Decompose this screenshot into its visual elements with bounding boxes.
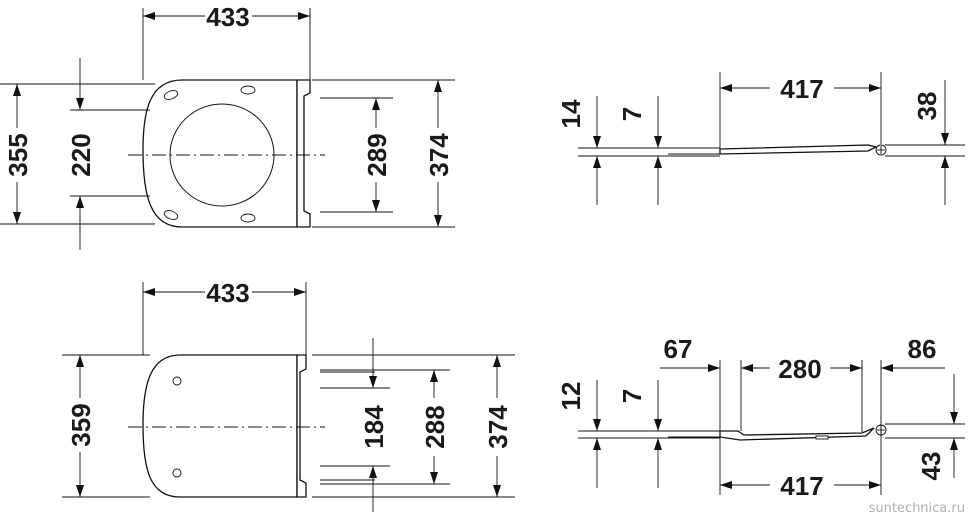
dim-43: 43 — [916, 452, 946, 481]
dim-374: 374 — [483, 405, 513, 449]
fixing-hole — [172, 468, 182, 478]
dim-417: 417 — [780, 471, 823, 501]
dim-359: 359 — [66, 403, 96, 446]
bottom-seat-plan-view: 433 359 184 288 374 — [62, 278, 515, 512]
dim-280: 280 — [778, 354, 821, 384]
top-seat-side-view: 417 14 7 38 — [556, 72, 965, 205]
top-seat-hinge-block — [296, 79, 311, 228]
dim-288: 288 — [420, 405, 450, 448]
watermark: suntechnica.ru — [869, 501, 965, 516]
top-seat-side-profile — [719, 144, 878, 155]
dim-67: 67 — [664, 334, 693, 364]
dim-355: 355 — [3, 133, 33, 176]
dim-86: 86 — [908, 334, 937, 364]
top-seat-plan-view: 433 355 220 289 374 — [0, 2, 455, 250]
dim-417: 417 — [780, 74, 823, 104]
dim-433: 433 — [206, 278, 249, 308]
dim-7: 7 — [617, 107, 647, 121]
dim-289: 289 — [362, 133, 392, 176]
dim-433: 433 — [206, 2, 249, 32]
dim-38: 38 — [912, 92, 942, 121]
bottom-seat-hinge-block — [296, 354, 307, 498]
buffer-pad — [815, 435, 829, 440]
buffer-pad — [163, 90, 179, 100]
dim-374: 374 — [424, 133, 454, 177]
bottom-seat-outline — [142, 354, 298, 498]
buffer-pad — [240, 85, 256, 95]
hinge-icon — [875, 144, 887, 156]
fixing-hole — [172, 376, 182, 386]
bottom-seat-side-profile — [719, 427, 875, 441]
dim-220: 220 — [66, 133, 96, 176]
dim-12: 12 — [556, 382, 586, 411]
buffer-pad — [163, 210, 179, 220]
dim-14: 14 — [556, 99, 586, 128]
buffer-pad — [240, 213, 256, 223]
dim-184: 184 — [359, 405, 389, 449]
dim-7: 7 — [617, 389, 647, 403]
bottom-seat-side-view: 67 280 86 12 7 417 43 — [556, 334, 965, 501]
